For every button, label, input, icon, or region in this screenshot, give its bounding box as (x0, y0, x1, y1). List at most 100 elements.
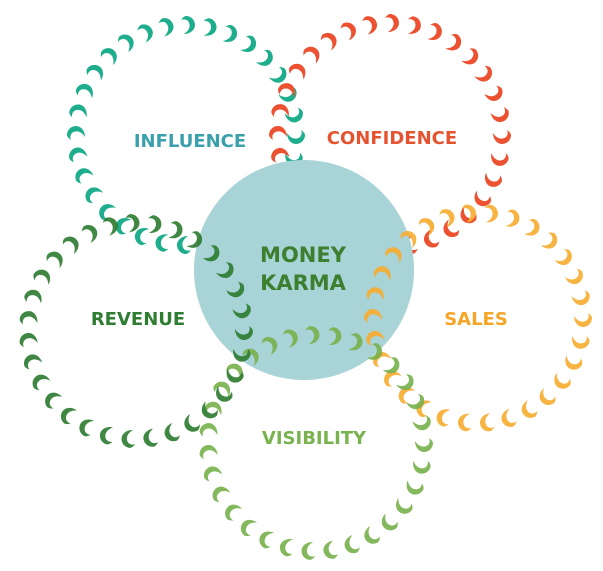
sales-label: SALES (444, 309, 508, 330)
revenue-ring-petal (22, 287, 45, 307)
confidence-ring-petal (318, 29, 341, 53)
visibility-ring-petal (209, 483, 232, 505)
visibility-label: VISIBILITY (262, 428, 367, 449)
revenue-ring-petal (57, 403, 80, 427)
sales-ring-petal (483, 204, 499, 224)
revenue-ring-petal (125, 213, 140, 233)
sales-ring-petal (518, 398, 540, 422)
visibility-ring-petal (341, 534, 362, 556)
confidence-label: CONFIDENCE (327, 128, 457, 149)
influence-ring-petal (84, 61, 107, 84)
confidence-ring-petal (481, 169, 504, 190)
influence-ring-petal (237, 33, 260, 56)
sales-ring-petal (502, 207, 522, 230)
sales-ring-petal (550, 370, 574, 393)
revenue-ring-petal (180, 412, 203, 436)
center-title-line1: MONEY (260, 243, 347, 267)
influence-ring-petal (153, 232, 172, 253)
center-title-line2: KARMA (260, 271, 347, 295)
visibility-ring-petal (411, 457, 432, 476)
confidence-ring-petal (405, 15, 423, 36)
sales-ring-petal (574, 313, 592, 327)
influence-ring-petal (98, 44, 121, 68)
influence-ring-petal (67, 126, 85, 140)
confidence-ring-petal (472, 63, 496, 86)
confidence-ring-petal (493, 130, 511, 144)
sales-ring-petal (535, 385, 559, 409)
revenue-ring-petal (60, 232, 83, 256)
influence-ring-petal (115, 31, 138, 54)
influence-ring-petal (67, 145, 88, 164)
influence-ring-petal (68, 102, 89, 121)
revenue-ring-petal (19, 310, 39, 326)
visibility-ring-petal (415, 438, 433, 452)
influence-ring-petal (220, 23, 240, 46)
confidence-ring-petal (269, 126, 287, 140)
influence-label: INFLUENCE (134, 131, 246, 152)
visibility-ring-petal (277, 536, 296, 558)
visibility-ring-petal (377, 511, 401, 535)
confidence-ring-petal (459, 45, 482, 69)
influence-ring-petal (157, 16, 176, 37)
visibility-ring-petal (256, 527, 277, 551)
confidence-ring-petal (339, 19, 359, 42)
sales-ring-petal (499, 407, 518, 430)
visibility-ring-petal (411, 414, 433, 432)
revenue-ring-petal (76, 415, 97, 439)
visibility-ring-petal (198, 444, 219, 460)
revenue-ring-petal (161, 422, 182, 444)
sales-ring-petal (521, 216, 543, 240)
visibility-ring-petal (301, 541, 316, 561)
influence-ring-petal (287, 130, 305, 144)
confidence-ring-petal (361, 14, 379, 35)
revenue-ring-petal (121, 429, 136, 449)
sales-ring-petal (538, 229, 562, 253)
visibility-ring-petal (322, 540, 339, 561)
confidence-ring-petal (424, 21, 445, 44)
revenue-ring-petal (97, 424, 116, 446)
revenue-ring-petal (31, 266, 54, 288)
sales-ring-petal (434, 406, 454, 429)
influence-ring-petal (74, 81, 97, 101)
confidence-ring-petal (385, 14, 399, 32)
revenue-ring-petal (29, 371, 52, 393)
visibility-ring-petal (199, 422, 219, 438)
visibility-ring-petal (404, 392, 428, 413)
center-circle (194, 160, 414, 380)
influence-ring-petal (200, 17, 219, 38)
influence-ring-petal (177, 236, 191, 254)
visibility-ring-petal (221, 500, 245, 523)
revenue-ring-petal (142, 428, 159, 449)
influence-ring-petal (82, 183, 105, 206)
visibility-ring-petal (201, 464, 224, 483)
confidence-ring-petal (490, 106, 511, 124)
sales-ring-petal (563, 267, 586, 288)
sales-ring-petal (552, 246, 576, 269)
sales-ring-petal (562, 352, 585, 373)
visibility-ring-petal (392, 495, 415, 518)
confidence-ring-petal (489, 150, 510, 168)
sales-ring-petal (570, 333, 591, 351)
sales-ring-petal (479, 412, 495, 433)
influence-ring-petal (135, 21, 156, 44)
influence-ring-petal (72, 165, 95, 186)
revenue-label: REVENUE (91, 309, 185, 330)
visibility-ring-petal (360, 524, 383, 548)
confidence-ring-petal (483, 84, 506, 104)
sales-ring-petal (570, 289, 592, 307)
confidence-ring-petal (300, 43, 324, 66)
revenue-ring-petal (18, 332, 39, 348)
revenue-ring-petal (41, 388, 65, 411)
confidence-ring-petal (443, 31, 465, 55)
sales-ring-petal (457, 412, 473, 432)
revenue-ring-petal (146, 214, 163, 235)
revenue-ring-petal (79, 221, 101, 245)
confidence-ring-petal (286, 60, 310, 82)
influence-ring-petal (253, 47, 277, 70)
revenue-ring-petal (44, 248, 67, 271)
visibility-ring-petal (403, 477, 426, 498)
revenue-ring-petal (21, 352, 44, 371)
visibility-ring-petal (237, 515, 260, 539)
influence-ring-petal (181, 16, 195, 34)
